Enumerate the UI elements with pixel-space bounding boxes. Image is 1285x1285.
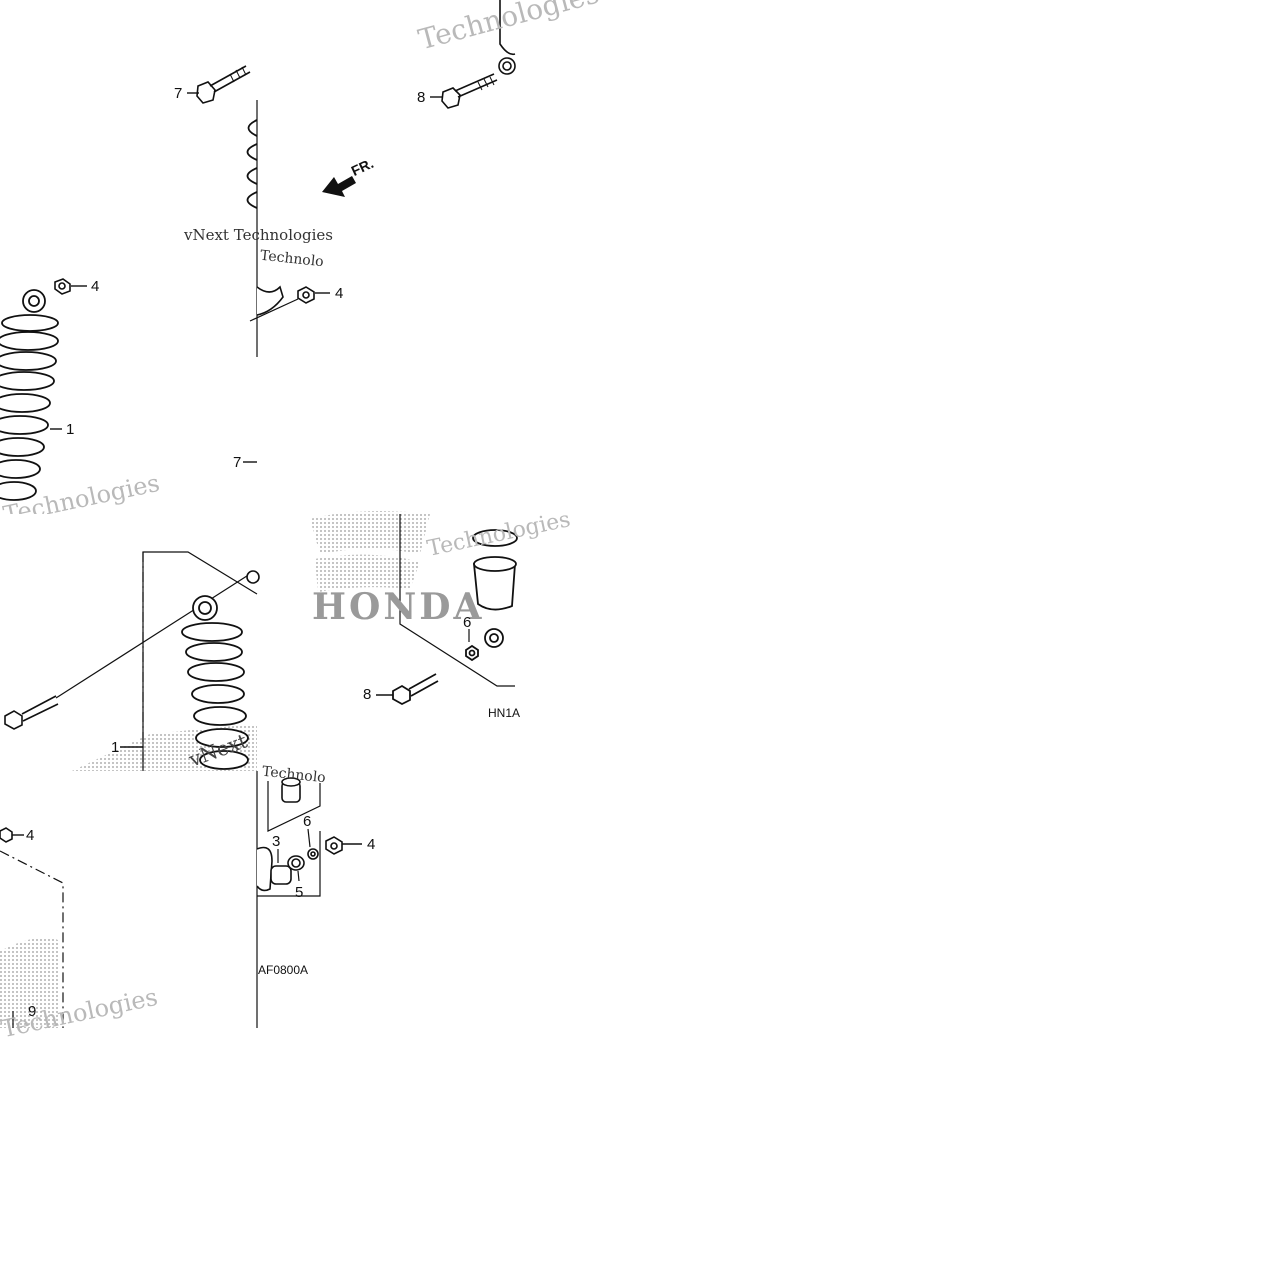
diagram-code: HN1A [488, 706, 521, 720]
callout-5: 5 [295, 884, 304, 901]
tile-top-drawing [187, 0, 516, 257]
callout-3: 3 [272, 833, 281, 850]
callout-4: 4 [367, 836, 376, 853]
tile-second-drawing [0, 257, 330, 501]
callout-1: 1 [66, 421, 75, 438]
tile-second: 4 1 4 7 Technolo Technologies [0, 248, 515, 529]
bushing-drawing [256, 777, 343, 892]
callout-4: 4 [26, 827, 35, 844]
callout-4: 4 [335, 285, 344, 302]
callout-8: 8 [363, 686, 372, 703]
tile-third-drawing [4, 510, 518, 771]
tile-third: HONDA 1 6 8 HN1A Technologies vNext [0, 507, 573, 772]
callout-6: 6 [463, 614, 472, 631]
shock-absorber-drawing [0, 289, 59, 501]
bolt-7-drawing [196, 65, 251, 104]
callout-1: 1 [111, 739, 120, 756]
watermark-top-2: vNext Technologies [184, 226, 334, 244]
brand-wing-watermark [310, 510, 430, 592]
callout-8: 8 [417, 89, 426, 106]
callout-7: 7 [174, 85, 183, 102]
tile-fourth: 4 9 3 6 5 4 AF0800A Technolo Technologie… [0, 764, 515, 1043]
front-arrow-icon [322, 176, 356, 197]
diagram-code: AF0800A [258, 963, 309, 977]
honda-watermark: HONDA [312, 586, 485, 628]
callout-7: 7 [233, 454, 242, 471]
tile-fourth-drawing [0, 771, 362, 1028]
callout-6: 6 [303, 813, 312, 830]
nut-4-drawing [54, 278, 71, 295]
callout-4: 4 [91, 278, 100, 295]
bolt-8-drawing [441, 73, 498, 109]
tile-top: 7 8 FR. Technologies vNext Technologies [0, 0, 602, 257]
callout-9: 9 [28, 1003, 37, 1020]
